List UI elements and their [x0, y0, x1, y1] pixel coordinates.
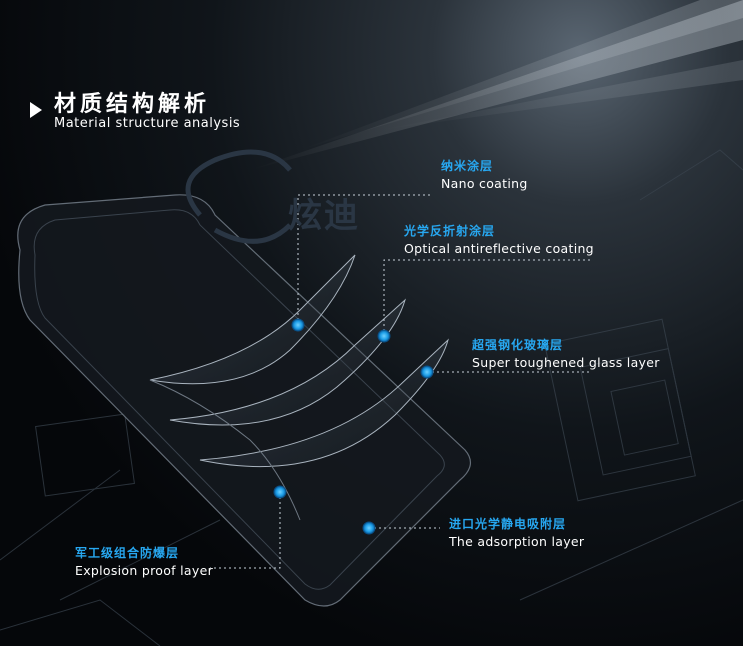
dot-nano-coating: [291, 318, 305, 332]
dot-optical-coating: [377, 329, 391, 343]
brand-logo-mark: [185, 149, 292, 244]
heading-title-zh: 材质结构解析: [54, 92, 211, 117]
brand-logo-text: 炫迪: [288, 196, 360, 236]
base-panel: [17, 194, 471, 607]
label-optical-coating: 光学反折射涂层 Optical antireflective coating: [404, 224, 594, 256]
dot-glass-layer: [420, 365, 434, 379]
label-nano-coating: 纳米涂层 Nano coating: [441, 159, 528, 191]
dot-explosion-layer: [273, 485, 287, 499]
play-triangle-icon: [30, 102, 42, 118]
callout-lines: [210, 194, 590, 569]
dot-adsorption-layer: [362, 521, 376, 535]
label-adsorption-layer: 进口光学静电吸附层 The adsorption layer: [449, 517, 585, 549]
heading-title-en: Material structure analysis: [54, 116, 241, 131]
label-explosion-layer: 军工级组合防爆层 Explosion proof layer: [75, 546, 214, 578]
label-glass-layer: 超强钢化玻璃层 Super toughened glass layer: [472, 338, 660, 370]
callout-dots: [273, 318, 434, 535]
curled-layers: [149, 254, 449, 521]
wireframe-background: [0, 149, 743, 646]
light-beams: [250, 0, 743, 170]
